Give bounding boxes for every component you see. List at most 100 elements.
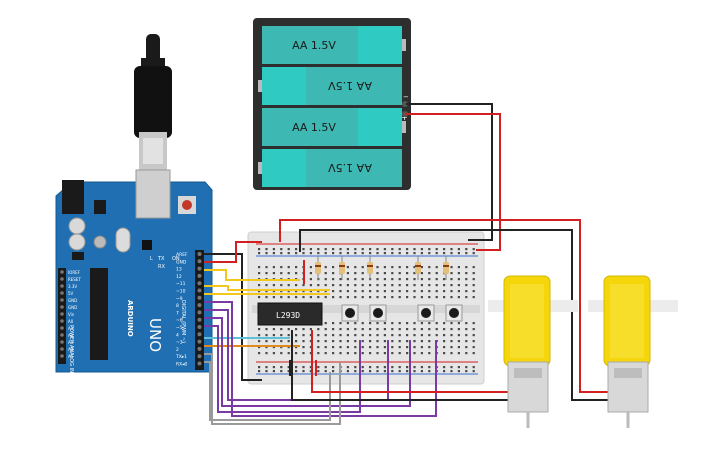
header-pin[interactable] bbox=[197, 339, 202, 344]
breadboard-hole bbox=[354, 272, 357, 275]
header-pin[interactable] bbox=[197, 354, 202, 359]
breadboard-hole bbox=[443, 252, 446, 255]
breadboard-hole bbox=[361, 352, 364, 355]
header-pin[interactable] bbox=[197, 325, 202, 329]
header-pin[interactable] bbox=[197, 295, 202, 300]
header-pin[interactable] bbox=[197, 332, 202, 337]
breadboard-hole bbox=[428, 322, 431, 325]
breadboard-hole bbox=[339, 252, 342, 255]
breadboard-hole bbox=[413, 346, 416, 349]
breadboard-hole bbox=[369, 252, 372, 255]
breadboard-hole bbox=[339, 346, 342, 349]
breadboard-hole bbox=[420, 366, 423, 369]
breadboard-hole bbox=[302, 328, 305, 331]
header-pin[interactable] bbox=[197, 303, 202, 308]
push-button-3[interactable] bbox=[417, 304, 435, 322]
breadboard-hole bbox=[428, 366, 431, 369]
gear-motor-right bbox=[588, 275, 678, 428]
breadboard-hole bbox=[346, 296, 349, 299]
push-button-1[interactable] bbox=[341, 304, 359, 322]
header-pin[interactable] bbox=[197, 310, 202, 315]
tx-label: TX bbox=[157, 256, 165, 262]
breadboard-hole bbox=[413, 266, 416, 269]
breadboard-hole bbox=[383, 346, 386, 349]
breadboard-hole bbox=[376, 248, 379, 251]
breadboard-hole bbox=[435, 328, 438, 331]
breadboard-hole bbox=[295, 272, 298, 275]
breadboard-hole bbox=[391, 346, 394, 349]
breadboard-hole bbox=[324, 290, 327, 293]
battery-cell: AA 1.5V bbox=[258, 149, 402, 187]
breadboard-hole bbox=[428, 272, 431, 275]
breadboard-hole bbox=[457, 272, 460, 275]
wire-arduino-5v bbox=[204, 241, 262, 263]
header-pin[interactable] bbox=[197, 259, 202, 264]
header-pin[interactable] bbox=[60, 326, 64, 330]
breadboard-hole bbox=[383, 248, 386, 251]
breadboard-hole bbox=[361, 272, 364, 275]
header-pin[interactable] bbox=[197, 281, 202, 286]
header-pin[interactable] bbox=[60, 291, 64, 295]
header-pin[interactable] bbox=[60, 319, 64, 323]
breadboard-hole bbox=[287, 340, 290, 343]
breadboard-hole bbox=[346, 284, 349, 287]
breadboard-hole bbox=[346, 290, 349, 293]
breadboard-hole bbox=[420, 252, 423, 255]
breadboard-hole bbox=[309, 296, 312, 299]
breadboard-hole bbox=[413, 290, 416, 293]
breadboard-hole bbox=[361, 296, 364, 299]
header-pin[interactable] bbox=[197, 346, 202, 351]
breadboard-hole bbox=[317, 252, 320, 255]
header-pin[interactable] bbox=[60, 298, 64, 302]
header-pin[interactable] bbox=[60, 270, 64, 274]
breadboard-hole bbox=[457, 340, 460, 343]
breadboard-hole bbox=[309, 352, 312, 355]
push-button-4[interactable] bbox=[445, 304, 463, 322]
breadboard-hole bbox=[302, 340, 305, 343]
breadboard-hole bbox=[258, 284, 261, 287]
breadboard-hole bbox=[272, 272, 275, 275]
header-pin[interactable] bbox=[60, 333, 64, 337]
header-pin[interactable] bbox=[197, 361, 202, 366]
header-pin[interactable] bbox=[197, 273, 202, 278]
header-pin[interactable] bbox=[60, 340, 64, 344]
breadboard-hole bbox=[361, 334, 364, 337]
breadboard-hole bbox=[361, 284, 364, 287]
breadboard-hole bbox=[309, 252, 312, 255]
header-pin[interactable] bbox=[60, 354, 64, 358]
header-pin[interactable] bbox=[60, 312, 64, 316]
breadboard-hole bbox=[369, 248, 372, 251]
header-pin[interactable] bbox=[60, 284, 64, 288]
breadboard-hole bbox=[354, 248, 357, 251]
breadboard-hole bbox=[391, 340, 394, 343]
breadboard-hole bbox=[465, 334, 468, 337]
breadboard-hole bbox=[339, 290, 342, 293]
wires bbox=[204, 103, 614, 425]
breadboard-hole bbox=[435, 266, 438, 269]
push-button-2[interactable] bbox=[369, 304, 387, 322]
header-pin[interactable] bbox=[197, 317, 202, 322]
header-pin[interactable] bbox=[60, 305, 64, 309]
breadboard-hole bbox=[413, 352, 416, 355]
header-pin-label: ~10 bbox=[176, 289, 186, 295]
breadboard-hole bbox=[406, 334, 409, 337]
capacitor bbox=[68, 233, 86, 251]
header-pin[interactable] bbox=[197, 266, 202, 271]
breadboard-hole bbox=[265, 334, 268, 337]
breadboard-hole bbox=[280, 290, 283, 293]
wire-rail-red-motor bbox=[279, 219, 614, 393]
header-pin[interactable] bbox=[197, 288, 202, 293]
breadboard-hole bbox=[457, 296, 460, 299]
header-pin[interactable] bbox=[197, 252, 202, 256]
header-pin[interactable] bbox=[60, 347, 64, 351]
breadboard-hole bbox=[383, 322, 386, 325]
breadboard-hole bbox=[324, 248, 327, 251]
header-pin[interactable] bbox=[60, 277, 64, 281]
breadboard-hole bbox=[398, 272, 401, 275]
breadboard-hole bbox=[450, 272, 453, 275]
breadboard-hole bbox=[302, 346, 305, 349]
breadboard-hole bbox=[354, 334, 357, 337]
reset-button-cap[interactable] bbox=[182, 200, 192, 210]
resistor-1 bbox=[315, 256, 321, 280]
breadboard-hole bbox=[406, 290, 409, 293]
